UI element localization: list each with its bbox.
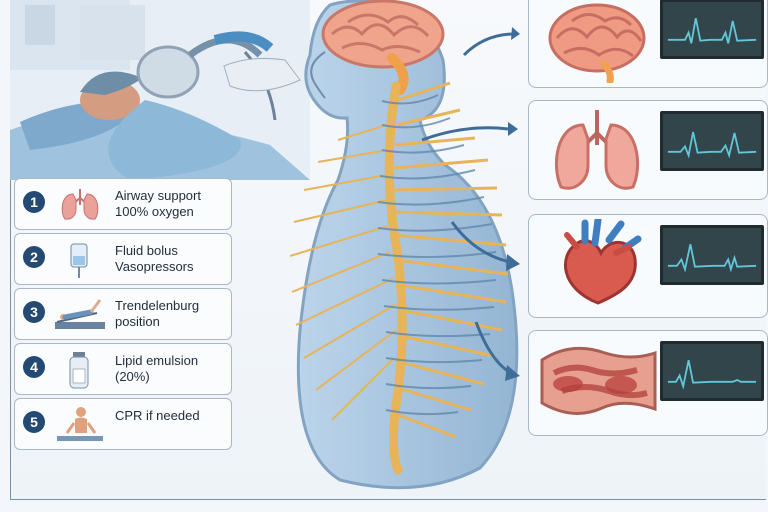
arrow-to-brain [462, 27, 520, 57]
step-label: Fluid bolus Vasopressors [115, 243, 194, 274]
vial-icon [69, 352, 89, 389]
step-label: Lipid emulsion (20%) [115, 353, 199, 384]
brain-icon [548, 3, 646, 83]
lungs-icon [61, 189, 99, 220]
lungs-icon [554, 110, 640, 190]
step-number-badge: 1 [23, 191, 45, 213]
step-number-badge: 2 [23, 246, 45, 268]
step-label: Trendelenburg position [115, 298, 200, 329]
ecg-monitor [660, 111, 764, 171]
step-label: CPR if needed [115, 408, 200, 423]
arrow-to-lungs [421, 122, 518, 142]
organ-panel-vessels [528, 330, 768, 436]
organ-panel-heart [528, 214, 768, 318]
step-number-badge: 4 [23, 356, 45, 378]
cpr-icon [57, 407, 103, 441]
arrow-to-vessels [474, 321, 520, 381]
step-number-badge: 3 [23, 301, 45, 323]
step-cpr: 5 CPR if needed [14, 398, 232, 450]
patient-ventilation-scene [10, 0, 310, 180]
ecg-monitor [660, 341, 764, 401]
step-fluid-bolus: 2 Fluid bolus Vasopressors [14, 233, 232, 285]
step-airway-support: 1 Airway support 100% oxygen [14, 178, 232, 230]
step-lipid-emulsion: 4 Lipid emulsion (20%) [14, 343, 232, 395]
organ-panel-brain [528, 0, 768, 88]
organ-panel-lungs [528, 100, 768, 200]
ecg-monitor [660, 0, 764, 59]
arrow-to-heart [450, 221, 520, 271]
treatment-steps: 1 Airway support 100% oxygen 2 Fluid bol… [14, 178, 232, 453]
human-body-nervous-system [289, 0, 519, 490]
step-trendelenburg: 3 Trendelenburg position [14, 288, 232, 340]
blood-vessel-icon [540, 346, 657, 415]
patient-bed-icon [55, 299, 105, 329]
step-label: Airway support 100% oxygen [115, 188, 201, 219]
heart-icon [563, 219, 642, 305]
step-number-badge: 5 [23, 411, 45, 433]
ecg-monitor [660, 225, 764, 285]
iv-bag-icon [70, 243, 88, 278]
